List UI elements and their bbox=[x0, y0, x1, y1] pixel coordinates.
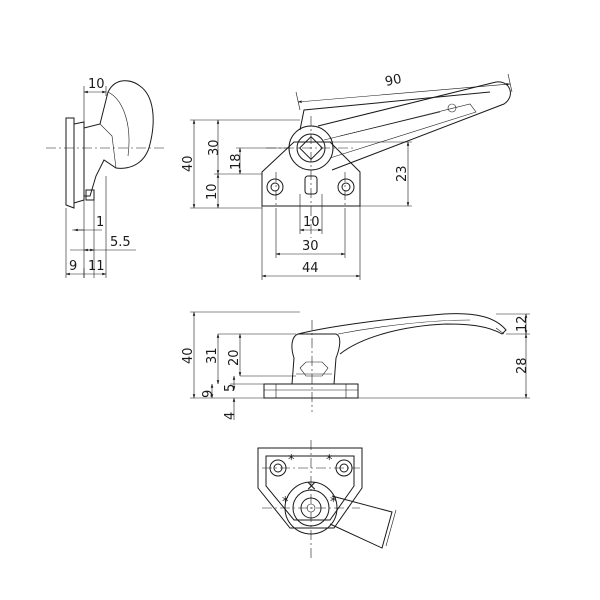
elev-base-plate-dim: 4 bbox=[223, 412, 238, 420]
elevation-view: 40 31 20 9 5 4 12 28 bbox=[181, 311, 530, 420]
side-tip-offset-dim: 1 bbox=[96, 215, 104, 230]
star-mark-1: * bbox=[288, 453, 295, 468]
elev-flange-height-dim: 5 bbox=[223, 384, 238, 392]
side-base-thickness-dim: 9 bbox=[69, 259, 77, 274]
front-hole-spacing-dim: 30 bbox=[302, 239, 319, 254]
side-boss-offset-dim: 11 bbox=[88, 259, 105, 274]
star-mark-4: * bbox=[330, 495, 337, 510]
elev-total-height-dim: 40 bbox=[181, 347, 196, 364]
side-knob-width-dim: 10 bbox=[88, 77, 105, 92]
bottom-view: * * * * × bbox=[257, 440, 397, 560]
front-pivot-height-dim: 18 bbox=[229, 153, 244, 170]
side-tip-width-dim: 5.5 bbox=[110, 235, 131, 250]
front-right-height-dim: 23 bbox=[395, 165, 410, 182]
elev-tip-height-dim: 12 bbox=[515, 315, 530, 332]
front-base-width-dim: 44 bbox=[302, 261, 319, 276]
front-upper-height-dim: 30 bbox=[207, 139, 222, 156]
star-mark-2: * bbox=[326, 453, 333, 468]
elev-base-offset-dim: 9 bbox=[201, 390, 216, 398]
front-total-height-dim: 40 bbox=[181, 155, 196, 172]
star-mark-3: * bbox=[282, 495, 289, 510]
front-lever-length-dim: 90 bbox=[384, 72, 403, 90]
front-view: 90 40 30 18 10 23 10 30 44 bbox=[181, 72, 513, 280]
cross-mark: × bbox=[306, 479, 317, 494]
elev-lever-height-dim: 31 bbox=[205, 347, 220, 364]
front-lower-height-dim: 10 bbox=[205, 183, 220, 200]
front-slot-width-dim: 10 bbox=[303, 215, 320, 230]
side-view: 10 1 5.5 9 11 bbox=[46, 77, 165, 278]
elev-hub-height-dim: 20 bbox=[227, 349, 242, 366]
elev-lever-drop-dim: 28 bbox=[515, 357, 530, 374]
